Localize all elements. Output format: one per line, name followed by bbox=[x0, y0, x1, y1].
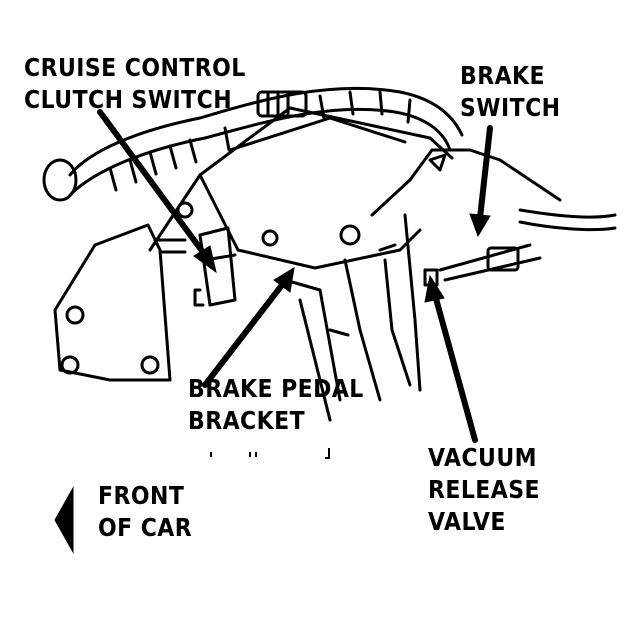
arrow-to-pedal-bracket bbox=[202, 267, 295, 388]
label-line: BRACKET bbox=[188, 406, 306, 435]
arrow-to-cruise-switch bbox=[97, 109, 217, 274]
label-line: VACUUM bbox=[428, 443, 537, 472]
front-direction-arrow-icon bbox=[54, 486, 74, 554]
artifact-marks bbox=[210, 448, 330, 459]
label-line: CRUISE CONTROL bbox=[24, 53, 246, 82]
label-line: VALVE bbox=[428, 507, 506, 536]
label-brake-pedal-bracket: BRAKE PEDAL BRACKET bbox=[188, 373, 364, 437]
label-line: BRAKE PEDAL bbox=[188, 374, 364, 403]
label-front-of-car: FRONT OF CAR bbox=[98, 480, 192, 544]
label-vacuum-release-valve: VACUUM RELEASE VALVE bbox=[428, 442, 540, 538]
dash-panel bbox=[148, 106, 454, 270]
pedal-arm bbox=[283, 258, 382, 422]
brake-switch-cable bbox=[423, 208, 617, 287]
right-bracket bbox=[370, 148, 562, 392]
label-line: RELEASE bbox=[428, 475, 541, 504]
label-line: FRONT bbox=[98, 481, 185, 510]
label-cruise-control-clutch-switch: CRUISE CONTROL CLUTCH SWITCH bbox=[24, 52, 246, 116]
wiring-harness bbox=[42, 86, 464, 202]
arrow-to-vacuum-valve bbox=[424, 274, 478, 443]
label-line: BRAKE bbox=[460, 61, 546, 90]
label-line: CLUTCH SWITCH bbox=[24, 85, 233, 114]
label-line: SWITCH bbox=[460, 93, 561, 122]
label-brake-switch: BRAKE SWITCH bbox=[460, 60, 561, 124]
bracket-plate bbox=[53, 201, 361, 382]
label-line: OF CAR bbox=[98, 513, 193, 542]
arrow-to-brake-switch bbox=[469, 125, 493, 238]
